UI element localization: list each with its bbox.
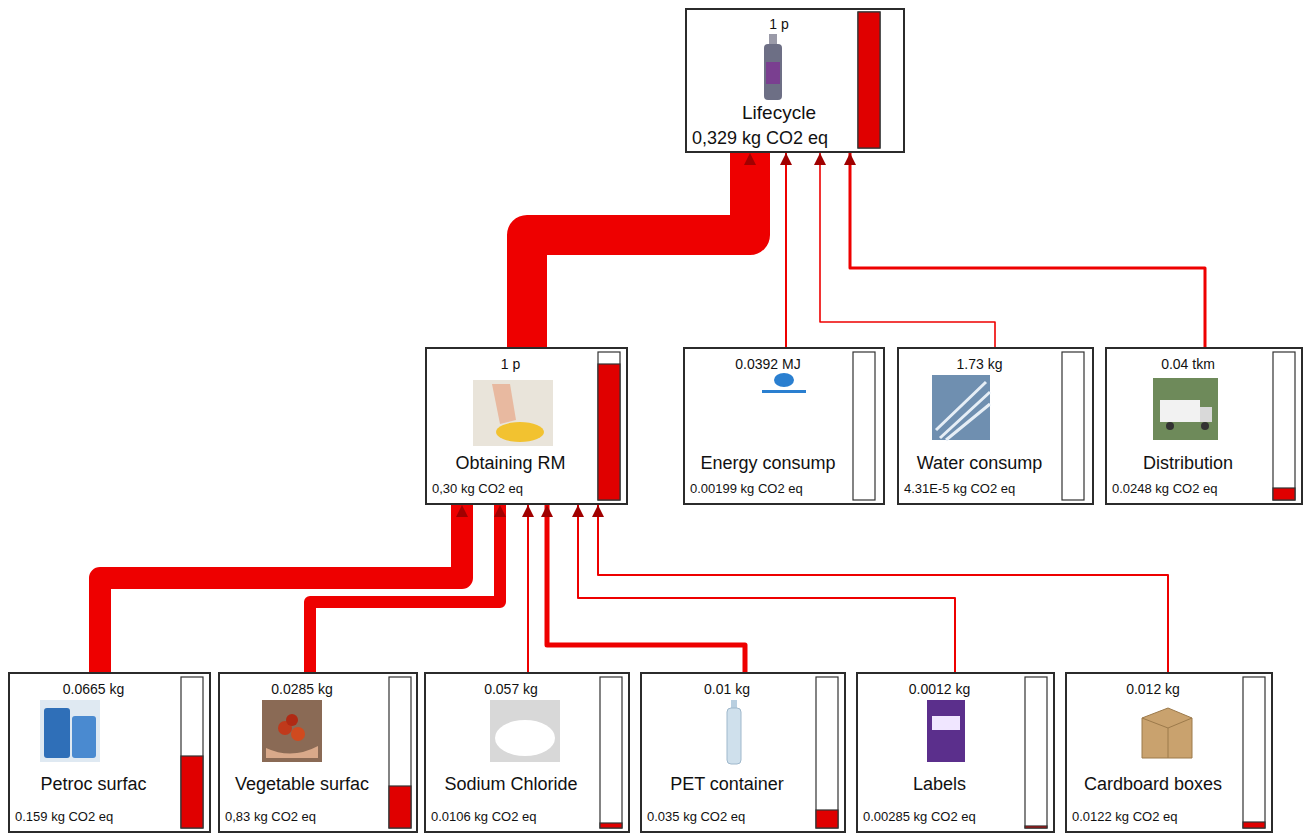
process-box: 0.0285 kg Vegetable surfac 0,83 kg CO2 eq	[218, 672, 418, 833]
impact-value: 4.31E-5 kg CO2 eq	[904, 482, 1015, 497]
flow-connector	[598, 505, 1168, 672]
amount-label: 0.0012 kg	[860, 681, 1019, 697]
raw-material-icon	[473, 380, 553, 446]
amount-label: 0.01 kg	[644, 681, 810, 697]
impact-value: 0.0122 kg CO2 eq	[1072, 810, 1178, 825]
impact-value: 0.0106 kg CO2 eq	[431, 810, 537, 825]
impact-value: 0.00285 kg CO2 eq	[863, 810, 976, 825]
process-name: PET container	[644, 774, 810, 795]
salt-icon	[490, 700, 560, 762]
flow-connector	[820, 153, 995, 347]
process-name: Water consump	[901, 453, 1058, 474]
flow-connector	[310, 505, 500, 672]
flow-connector	[785, 153, 787, 347]
process-box: 1 p Lifecycle 0,329 kg CO2 eq	[685, 8, 905, 153]
process-name: Petroc surfac	[12, 774, 175, 795]
energy-logo	[762, 373, 806, 393]
flow-connector	[100, 505, 462, 672]
cardboard-icon	[1142, 708, 1192, 758]
process-box: 0.01 kg PET container 0.035 kg CO2 eq	[640, 672, 846, 833]
amount-label: 1 p	[429, 356, 592, 372]
amount-label: 1 p	[689, 16, 869, 32]
impact-value: 0.159 kg CO2 eq	[15, 810, 113, 825]
impact-value: 0,30 kg CO2 eq	[432, 482, 523, 497]
process-name: Obtaining RM	[429, 453, 592, 474]
process-name: Vegetable surfac	[222, 774, 382, 795]
impact-value: 0,329 kg CO2 eq	[692, 128, 828, 149]
impact-value: 0.0248 kg CO2 eq	[1112, 482, 1218, 497]
pet-bottle-icon	[727, 700, 741, 764]
process-name: Sodium Chloride	[428, 774, 594, 795]
amount-label: 0.012 kg	[1069, 681, 1237, 697]
flow-connector	[527, 153, 750, 347]
process-box: 0.04 tkmDistribution 0.0248 kg CO2 eq	[1105, 347, 1303, 505]
process-box: 0.012 kg Cardboard boxes 0.0122 kg CO2 eq	[1065, 672, 1273, 833]
impact-bars	[181, 12, 1295, 828]
amount-label: 0.04 tkm	[1109, 356, 1267, 372]
amount-label: 0.0665 kg	[12, 681, 175, 697]
impact-value: 0.035 kg CO2 eq	[647, 810, 745, 825]
drums-icon	[40, 700, 100, 762]
palm-fruit-icon	[262, 700, 322, 762]
flow-connector	[578, 505, 955, 672]
process-name: Labels	[860, 774, 1019, 795]
flow-connector	[527, 505, 529, 672]
amount-label: 0.0285 kg	[222, 681, 382, 697]
flow-connector	[547, 505, 745, 672]
amount-label: 1.73 kg	[901, 356, 1058, 372]
water-icon	[932, 375, 990, 440]
amount-label: 0.0392 MJ	[687, 356, 849, 372]
impact-value: 0.00199 kg CO2 eq	[690, 482, 803, 497]
label-icon	[927, 700, 965, 762]
process-box: 0.0392 MJ Energy consump 0.00199 kg CO2 eq	[683, 347, 885, 505]
process-box: 1.73 kg Water consump 4.31E-5 kg CO2 eq	[897, 347, 1094, 505]
process-box: 0.057 kg Sodium Chloride 0.0106 kg CO2 eq	[424, 672, 630, 833]
truck-icon	[1153, 378, 1218, 440]
process-box: 0.0012 kg Labels 0.00285 kg CO2 eq	[856, 672, 1055, 833]
process-name: Energy consump	[687, 453, 849, 474]
process-name: Distribution	[1109, 453, 1267, 474]
process-name: Lifecycle	[689, 102, 869, 124]
amount-label: 0.057 kg	[428, 681, 594, 697]
impact-value: 0,83 kg CO2 eq	[225, 810, 316, 825]
process-name: Cardboard boxes	[1069, 774, 1237, 795]
bottle-icon	[764, 34, 782, 100]
process-box: 1 p Obtaining RM 0,30 kg CO2 eq	[425, 347, 628, 505]
process-box: 0.0665 kg Petroc surfac 0.159 kg CO2 eq	[8, 672, 211, 833]
flow-connector	[850, 153, 1205, 347]
